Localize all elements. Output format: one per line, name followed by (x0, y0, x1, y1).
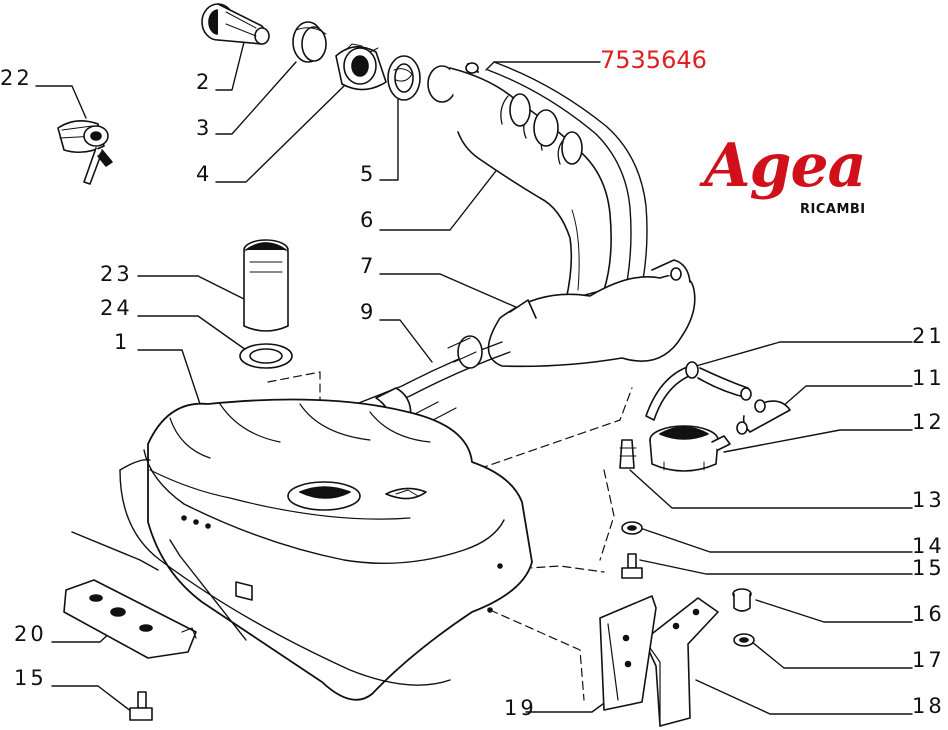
callout-3: 3 (196, 116, 213, 140)
part-22-lock-keys (57, 120, 113, 185)
brand-name: Agea (704, 131, 867, 201)
callout-21: 21 (912, 324, 945, 348)
callout-6: 6 (360, 208, 377, 232)
part-3-ring (292, 21, 327, 63)
callout-22: 22 (0, 66, 33, 90)
part-12-valve (649, 425, 731, 472)
part-13-connector (619, 439, 637, 469)
part-6-filler-neck (427, 65, 612, 301)
part-4-flange (335, 43, 387, 91)
callout-20: 20 (14, 622, 47, 646)
part-7-support (487, 259, 696, 368)
callout-19: 19 (504, 696, 537, 720)
callout-13: 13 (912, 488, 945, 512)
callout-17: 17 (912, 648, 945, 672)
part-5-gasket (387, 55, 421, 101)
part-24-seal-ring (239, 343, 293, 369)
part-19-bracket (599, 595, 657, 711)
callout-23: 23 (100, 262, 133, 286)
callout-12: 12 (912, 410, 945, 434)
part-18-bracket (643, 597, 719, 727)
brand-tagline: RICAMBI (800, 202, 866, 217)
tank-straps (71, 531, 247, 641)
callout-15-left: 15 (14, 666, 47, 690)
part-11-hose (736, 399, 791, 435)
callout-16: 16 (912, 602, 945, 626)
part-number-label: 7535646 (600, 46, 707, 74)
part-1-fuel-tank (119, 398, 533, 701)
callout-2: 2 (196, 70, 213, 94)
callout-1: 1 (114, 330, 131, 354)
vent-tube-7535646 (465, 61, 648, 307)
callout-5: 5 (360, 162, 377, 186)
brand-logo: Agea RICAMBI (704, 136, 874, 236)
part-16-screw (732, 588, 752, 612)
part-15-bolt-upper (621, 553, 643, 579)
callout-15-right: 15 (912, 556, 945, 580)
callout-11: 11 (912, 366, 945, 390)
part-20-plate (63, 579, 197, 659)
part-15-bolt-lower (129, 691, 153, 721)
callout-4: 4 (196, 162, 213, 186)
part-17-washer (733, 633, 755, 647)
part-23-fuel-pump (243, 239, 289, 332)
part-21-hoses (645, 361, 752, 421)
part-2-filler-cap (201, 3, 270, 45)
part-14-washer (621, 521, 643, 535)
callout-9: 9 (360, 300, 377, 324)
callout-7: 7 (360, 254, 377, 278)
callout-14: 14 (912, 534, 945, 558)
callout-18: 18 (912, 694, 945, 718)
callout-24: 24 (100, 296, 133, 320)
